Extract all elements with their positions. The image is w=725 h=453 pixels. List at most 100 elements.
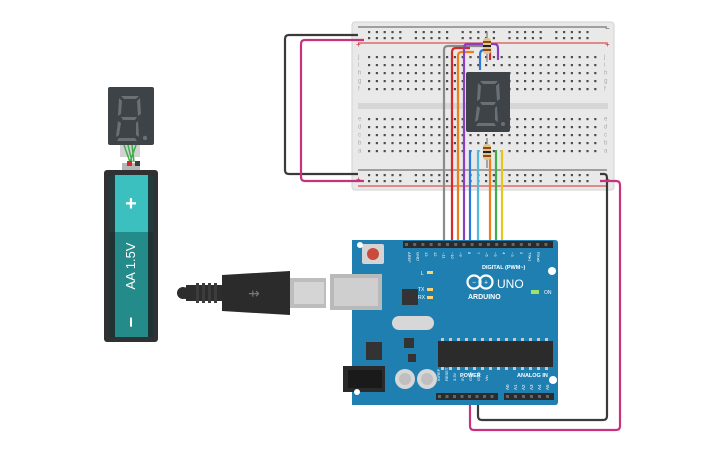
terminal-hole[interactable]: [570, 150, 573, 153]
terminal-hole[interactable]: [461, 134, 464, 137]
rail-hole[interactable]: [524, 180, 527, 183]
header-pin[interactable]: [437, 243, 441, 246]
terminal-hole[interactable]: [516, 142, 519, 145]
terminal-hole[interactable]: [547, 126, 550, 129]
terminal-hole[interactable]: [430, 64, 433, 67]
terminal-hole[interactable]: [531, 80, 534, 83]
terminal-hole[interactable]: [446, 134, 449, 137]
rail-hole[interactable]: [578, 174, 581, 177]
terminal-hole[interactable]: [414, 80, 417, 83]
rail-hole[interactable]: [469, 37, 472, 40]
rail-hole[interactable]: [508, 31, 511, 34]
terminal-hole[interactable]: [547, 80, 550, 83]
rail-hole[interactable]: [508, 37, 511, 40]
terminal-hole[interactable]: [375, 80, 378, 83]
header-pin[interactable]: [503, 243, 507, 246]
terminal-hole[interactable]: [407, 150, 410, 153]
header-pin[interactable]: [475, 395, 479, 398]
terminal-hole[interactable]: [547, 134, 550, 137]
terminal-hole[interactable]: [446, 72, 449, 75]
rail-hole[interactable]: [438, 174, 441, 177]
terminal-hole[interactable]: [368, 118, 371, 121]
terminal-hole[interactable]: [453, 80, 456, 83]
terminal-hole[interactable]: [477, 56, 480, 59]
rail-hole[interactable]: [461, 31, 464, 34]
terminal-hole[interactable]: [516, 126, 519, 129]
header-pin[interactable]: [446, 243, 449, 246]
rail-hole[interactable]: [438, 31, 441, 34]
terminal-hole[interactable]: [391, 142, 394, 145]
terminal-hole[interactable]: [469, 64, 472, 67]
rail-hole[interactable]: [438, 37, 441, 40]
terminal-hole[interactable]: [563, 88, 566, 91]
header-pin[interactable]: [438, 395, 441, 398]
rail-hole[interactable]: [524, 174, 527, 177]
terminal-hole[interactable]: [563, 56, 566, 59]
terminal-hole[interactable]: [375, 134, 378, 137]
terminal-hole[interactable]: [524, 126, 527, 129]
terminal-hole[interactable]: [422, 88, 425, 91]
rail-hole[interactable]: [477, 31, 480, 34]
terminal-hole[interactable]: [438, 80, 441, 83]
rail-hole[interactable]: [446, 180, 449, 183]
terminal-hole[interactable]: [399, 80, 402, 83]
terminal-hole[interactable]: [430, 118, 433, 121]
rail-hole[interactable]: [438, 180, 441, 183]
terminal-hole[interactable]: [461, 126, 464, 129]
terminal-hole[interactable]: [492, 142, 495, 145]
terminal-hole[interactable]: [539, 118, 542, 121]
seven-segment-display-breadboard[interactable]: [466, 72, 510, 132]
terminal-hole[interactable]: [414, 134, 417, 137]
terminal-hole[interactable]: [524, 142, 527, 145]
rail-hole[interactable]: [375, 37, 378, 40]
terminal-hole[interactable]: [570, 126, 573, 129]
terminal-hole[interactable]: [492, 64, 495, 67]
terminal-hole[interactable]: [453, 150, 456, 153]
rail-hole[interactable]: [485, 180, 488, 183]
terminal-hole[interactable]: [508, 64, 511, 67]
terminal-hole[interactable]: [492, 134, 495, 137]
terminal-hole[interactable]: [578, 72, 581, 75]
terminal-hole[interactable]: [570, 56, 573, 59]
terminal-hole[interactable]: [461, 88, 464, 91]
rail-hole[interactable]: [531, 174, 534, 177]
terminal-hole[interactable]: [407, 64, 410, 67]
terminal-hole[interactable]: [524, 150, 527, 153]
terminal-hole[interactable]: [407, 126, 410, 129]
terminal-hole[interactable]: [438, 88, 441, 91]
rail-hole[interactable]: [391, 174, 394, 177]
terminal-hole[interactable]: [391, 80, 394, 83]
terminal-hole[interactable]: [391, 88, 394, 91]
terminal-hole[interactable]: [516, 72, 519, 75]
rail-hole[interactable]: [446, 31, 449, 34]
terminal-hole[interactable]: [524, 134, 527, 137]
header-pin[interactable]: [413, 243, 417, 246]
terminal-hole[interactable]: [399, 118, 402, 121]
terminal-hole[interactable]: [469, 134, 472, 137]
rail-hole[interactable]: [485, 31, 488, 34]
rail-hole[interactable]: [368, 37, 371, 40]
terminal-hole[interactable]: [563, 134, 566, 137]
terminal-hole[interactable]: [586, 134, 589, 137]
terminal-hole[interactable]: [446, 142, 449, 145]
terminal-hole[interactable]: [368, 56, 371, 59]
terminal-hole[interactable]: [461, 72, 464, 75]
terminal-hole[interactable]: [383, 80, 386, 83]
rail-hole[interactable]: [399, 37, 402, 40]
rail-hole[interactable]: [563, 37, 566, 40]
rail-hole[interactable]: [368, 180, 371, 183]
terminal-hole[interactable]: [438, 72, 441, 75]
rail-hole[interactable]: [524, 37, 527, 40]
terminal-hole[interactable]: [446, 126, 449, 129]
terminal-hole[interactable]: [430, 150, 433, 153]
terminal-hole[interactable]: [477, 134, 480, 137]
rail-hole[interactable]: [563, 174, 566, 177]
rail-hole[interactable]: [422, 174, 425, 177]
header-pin[interactable]: [445, 395, 449, 398]
terminal-hole[interactable]: [383, 72, 386, 75]
terminal-hole[interactable]: [453, 134, 456, 137]
rail-hole[interactable]: [430, 180, 433, 183]
terminal-hole[interactable]: [383, 88, 386, 91]
terminal-hole[interactable]: [555, 142, 558, 145]
terminal-hole[interactable]: [414, 150, 417, 153]
